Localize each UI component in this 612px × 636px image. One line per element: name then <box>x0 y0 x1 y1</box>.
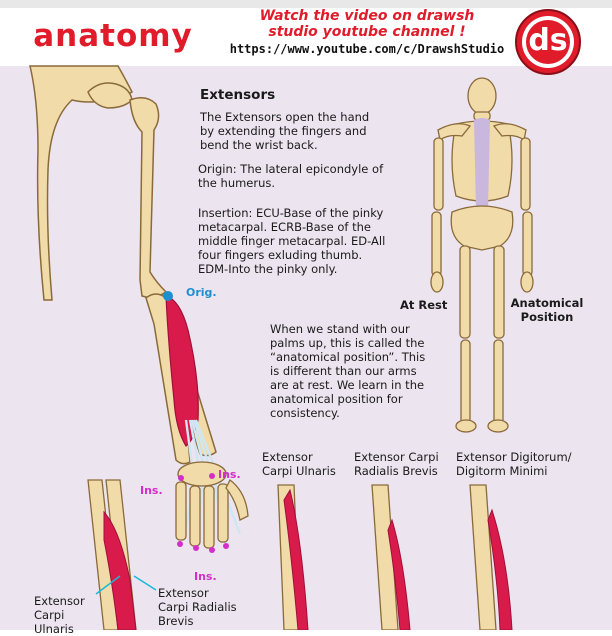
para-anatomical-line: palms up, this is called the <box>270 336 425 350</box>
promo-line-2: studio youtube channel ! <box>268 24 466 40</box>
para-intro-line: by extending the fingers and <box>200 124 367 138</box>
label-anatomical-line: Anatomical <box>510 296 584 310</box>
title-ecu-line: Carpi Ulnaris <box>262 464 336 478</box>
para-origin: Origin: The lateral epicondyle of the hu… <box>198 162 383 190</box>
title-ed-line: Digitorm Minimi <box>456 464 548 478</box>
para-insertion-line: middle finger metacarpal. ED-All <box>198 234 386 248</box>
para-anatomical-line: are at rest. We learn in the <box>270 378 425 392</box>
label-anatomical-position: Anatomical Position <box>506 296 588 324</box>
para-insertion-line: Insertion: ECU-Base of the pinky <box>198 206 384 220</box>
para-insertion-line: EDM-Into the pinky only. <box>198 262 338 276</box>
para-origin-line: Origin: The lateral epicondyle of <box>198 162 384 176</box>
title-ed-line: Extensor Digitorum/ <box>456 450 572 464</box>
bottom-label-ecrb: Extensor Carpi Radialis Brevis <box>158 586 237 628</box>
title-ed: Extensor Digitorum/ Digitorm Minimi <box>456 450 572 478</box>
bottom-label-ecrb-line: Carpi Radialis <box>158 600 237 614</box>
skeleton-figure <box>430 77 534 433</box>
para-anatomical-line: When we stand with our <box>270 322 410 336</box>
para-intro: The Extensors open the hand by extending… <box>200 110 369 152</box>
bottom-label-ecrb-line: Extensor <box>158 586 209 600</box>
label-insertion-left: Ins. <box>140 484 163 497</box>
label-insertion-right: Ins. <box>218 468 241 481</box>
para-anatomical-line: anatomical position for <box>270 392 403 406</box>
title-ecrb-line: Radialis Brevis <box>354 464 438 478</box>
para-intro-line: The Extensors open the hand <box>200 110 370 124</box>
origin-dot <box>163 291 173 301</box>
label-at-rest: At Rest <box>400 298 448 312</box>
hand-bones <box>175 461 249 549</box>
para-insertion-line: four fingers exluding thumb. <box>198 248 363 262</box>
para-insertion-line: metacarpal. ECRB-Base of the <box>198 220 371 234</box>
label-origin: Orig. <box>186 286 217 299</box>
bottom-label-ecu-line: Extensor <box>34 594 85 608</box>
bottom-label-ecu-line: Carpi <box>34 608 65 622</box>
title-ecu-line: Extensor <box>262 450 313 464</box>
bottom-forearm <box>87 479 157 630</box>
muscle-panel-ecu <box>277 484 309 630</box>
para-anatomical-line: consistency. <box>270 406 340 420</box>
section-heading: Extensors <box>200 87 276 103</box>
para-anatomical: When we stand with our palms up, this is… <box>270 322 425 420</box>
para-origin-line: the humerus. <box>198 176 276 190</box>
para-anatomical-line: “anatomical position”. This <box>270 350 426 364</box>
title-ecu: Extensor Carpi Ulnaris <box>262 450 336 478</box>
para-insertion: Insertion: ECU-Base of the pinky metacar… <box>198 206 385 276</box>
label-insertion-bottom: Ins. <box>194 570 217 583</box>
brand-wordmark: anatomy <box>22 14 204 58</box>
extensor-muscle <box>165 295 199 447</box>
title-ecrb: Extensor Carpi Radialis Brevis <box>354 450 439 478</box>
ds-logo-letters: ds <box>528 23 568 58</box>
insertion-dots <box>177 473 229 553</box>
header-gray-strip <box>0 0 612 8</box>
promo-line-1: Watch the video on drawsh <box>259 8 475 24</box>
main-forearm <box>145 291 249 553</box>
bottom-label-ecu-line: Ulnaris <box>34 622 74 636</box>
label-anatomical-line: Position <box>520 310 574 324</box>
para-intro-line: bend the wrist back. <box>200 138 318 152</box>
muscle-panel-ecrb <box>371 484 411 630</box>
shoulder-bones <box>29 65 168 301</box>
para-anatomical-line: is different than our arms <box>270 364 417 378</box>
title-ecrb-line: Extensor Carpi <box>354 450 439 464</box>
muscle-panel-ed <box>469 484 513 630</box>
bottom-label-ecrb-line: Brevis <box>158 614 194 628</box>
ds-logo <box>515 9 581 75</box>
channel-url[interactable]: https://www.youtube.com/c/DrawshStudio <box>229 42 505 56</box>
